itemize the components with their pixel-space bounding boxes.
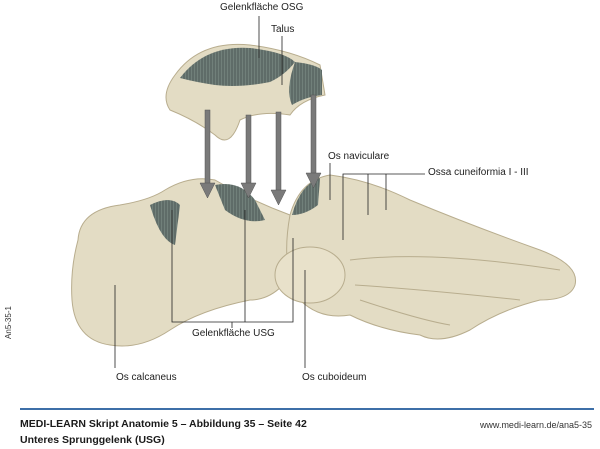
label-gelenkflaeche-osg: Gelenkfläche OSG <box>220 2 304 13</box>
footer-url[interactable]: www.medi-learn.de/ana5-35 <box>479 420 592 430</box>
footer-subtitle: Unteres Sprunggelenk (USG) <box>20 434 165 446</box>
footer-title: MEDI-LEARN Skript Anatomie 5 – Abbildung… <box>20 418 307 430</box>
figure-code: An5-35-1 <box>3 306 13 339</box>
label-gelenkflaeche-usg: Gelenkfläche USG <box>192 328 275 339</box>
label-os-cuboideum: Os cuboideum <box>302 372 367 383</box>
leader-lines <box>114 16 425 368</box>
arrow-1 <box>199 109 216 199</box>
label-os-naviculare: Os naviculare <box>328 151 390 162</box>
calcaneus-bone <box>71 178 301 347</box>
arrow-2 <box>240 114 257 199</box>
talus-bone <box>165 43 326 141</box>
footer-divider <box>20 408 594 410</box>
label-ossa-cuneiformia: Ossa cuneiformia I - III <box>428 167 529 178</box>
label-os-calcaneus: Os calcaneus <box>116 372 177 383</box>
forefoot-bones <box>274 174 577 340</box>
arrow-4 <box>305 94 322 189</box>
arrow-3 <box>270 111 287 206</box>
label-talus: Talus <box>271 24 295 35</box>
